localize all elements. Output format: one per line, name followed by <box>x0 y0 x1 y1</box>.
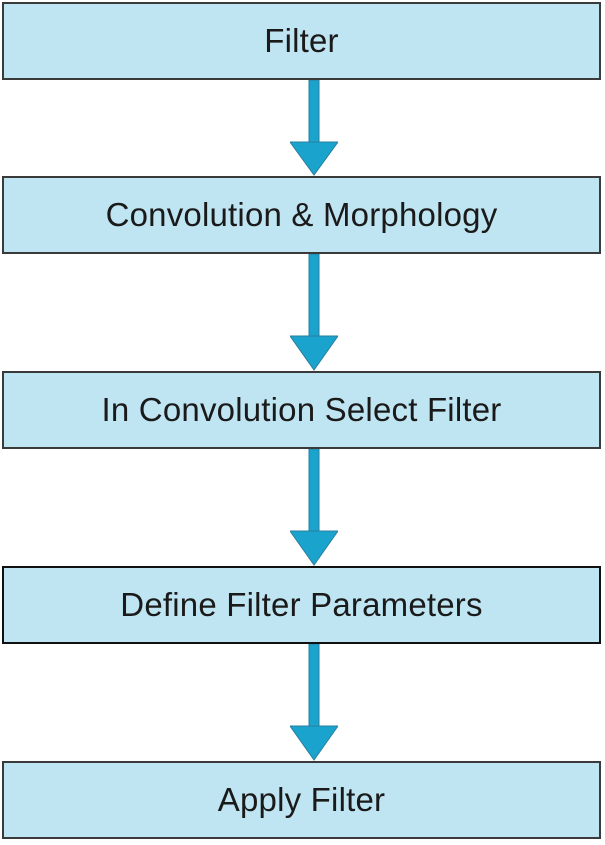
arrow-down-icon <box>290 449 338 566</box>
step-label: Convolution & Morphology <box>105 196 498 233</box>
step-select-filter: In Convolution Select Filter <box>2 371 601 449</box>
arrow-down-icon <box>290 644 338 761</box>
arrow-down-connector <box>290 80 338 176</box>
arrow-down-icon <box>290 80 338 176</box>
step-apply-filter: Apply Filter <box>2 761 601 839</box>
step-label: Apply Filter <box>217 781 386 818</box>
arrow-down-connector <box>290 254 338 371</box>
step-label: In Convolution Select Filter <box>101 391 502 428</box>
arrow-down-connector <box>290 449 338 566</box>
arrow-down-icon <box>290 254 338 371</box>
step-define-parameters: Define Filter Parameters <box>2 566 601 644</box>
arrow-down-connector <box>290 644 338 761</box>
step-filter: Filter <box>2 2 601 80</box>
step-label: Filter <box>264 22 339 59</box>
step-label: Define Filter Parameters <box>120 586 483 623</box>
step-convolution-morphology: Convolution & Morphology <box>2 176 601 254</box>
